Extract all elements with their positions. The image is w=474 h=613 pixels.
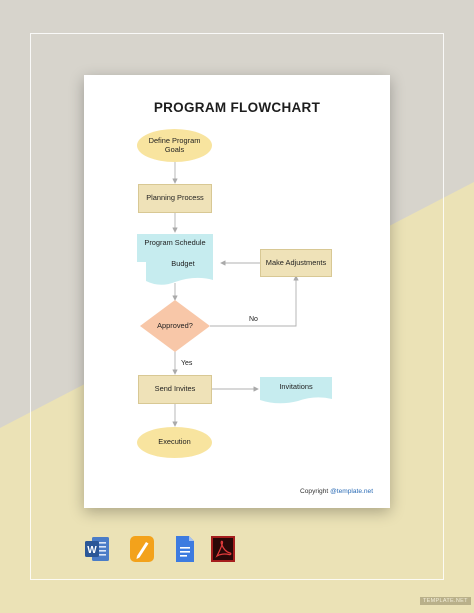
node-label: Budget xyxy=(171,258,195,268)
document-shape-invitations xyxy=(260,377,332,404)
pdf-icon[interactable] xyxy=(210,535,236,563)
node-label: Approved? xyxy=(157,320,193,330)
copyright-prefix: Copyright xyxy=(300,488,331,495)
word-icon[interactable]: W xyxy=(84,535,110,563)
document-page xyxy=(84,75,390,508)
node-label: Invitations xyxy=(279,381,313,391)
svg-text:W: W xyxy=(87,545,97,556)
page-title: PROGRAM FLOWCHART xyxy=(153,100,321,115)
edge-label-no: No xyxy=(249,316,258,323)
pages-icon[interactable] xyxy=(129,535,155,563)
document-node-budget: Budget xyxy=(146,256,220,272)
node-label: Execution xyxy=(158,437,191,447)
node-label: Program Schedule xyxy=(144,237,206,247)
node-label: Planning Process xyxy=(146,193,204,203)
copyright-link[interactable]: @template.net xyxy=(330,488,374,495)
edge-label-yes: Yes xyxy=(181,360,193,367)
process-node-make-adjustments: Make Adjustments xyxy=(260,249,332,277)
node-label: Make Adjustments xyxy=(265,257,327,267)
end-node-execution: Execution xyxy=(137,427,212,458)
copyright-text: Copyright @template.net xyxy=(300,488,373,495)
node-label: Send Invites xyxy=(154,384,196,394)
google-docs-icon[interactable] xyxy=(172,535,198,563)
decision-node-approved: Approved? xyxy=(140,318,210,334)
decision-diamond-shape xyxy=(140,300,210,352)
document-node-schedule: Program Schedule xyxy=(137,236,213,250)
process-node-send-invites: Send Invites xyxy=(138,375,212,404)
watermark-badge: TEMPLATE.NET xyxy=(420,597,471,605)
document-shape-schedule xyxy=(137,234,213,285)
node-label: Define Program Goals xyxy=(148,135,201,154)
start-node-define-goals: Define Program Goals xyxy=(137,129,212,162)
process-node-planning: Planning Process xyxy=(138,184,212,213)
document-node-invitations: Invitations xyxy=(260,380,332,394)
decorative-frame xyxy=(30,33,444,580)
